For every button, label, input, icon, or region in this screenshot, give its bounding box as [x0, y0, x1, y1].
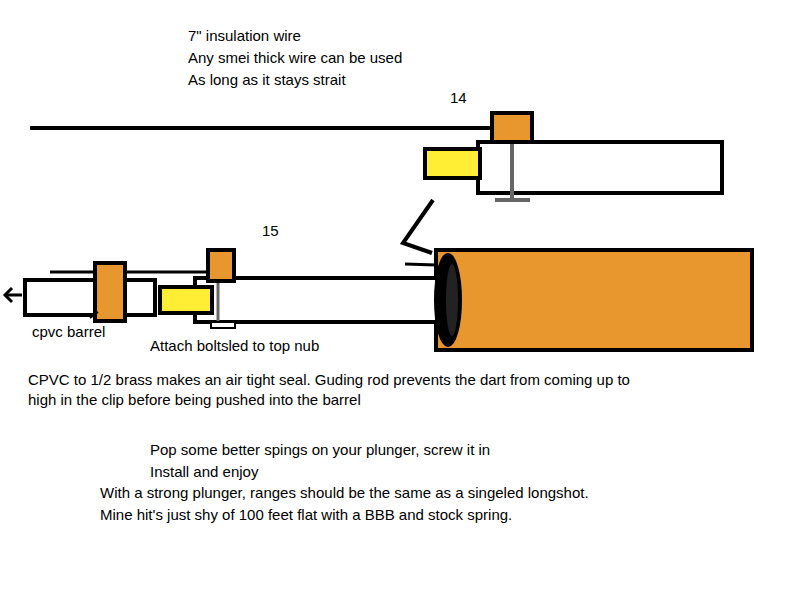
- callout-number: 15: [262, 222, 279, 240]
- plunger-body: [436, 250, 752, 350]
- note-text: CPVC to 1/2 brass makes an air tight sea…: [28, 371, 630, 389]
- direction-arrow-head: [5, 288, 12, 302]
- note-text: high in the clip before being pushed int…: [28, 391, 361, 409]
- rod-cap: [495, 198, 530, 202]
- label-slot: CPVC to 1/2 brass makes an air tight sea…: [28, 371, 630, 389]
- note-text: Pop some better spings on your plunger, …: [150, 441, 490, 459]
- note-text: 7" insulation wire: [188, 27, 301, 45]
- pointer-tick: [405, 264, 436, 265]
- label-slot: With a strong plunger, ranges should be …: [100, 484, 589, 502]
- note-text: Attach boltsled to top nub: [150, 337, 319, 355]
- seal: [435, 254, 461, 346]
- seal-inner: [446, 264, 458, 336]
- guide-wire: [30, 126, 500, 130]
- guide-wire: [50, 271, 210, 274]
- boltsled-nub: [492, 113, 532, 142]
- label-slot: 14: [450, 89, 467, 107]
- label-slot: high in the clip before being pushed int…: [28, 391, 361, 409]
- label-slot: Pop some better spings on your plunger, …: [150, 441, 490, 459]
- label-slot: Attach boltsled to top nub: [150, 337, 319, 355]
- note-text: With a strong plunger, ranges should be …: [100, 484, 589, 502]
- tube: [478, 142, 722, 193]
- coupler: [95, 263, 125, 321]
- label-slot: Any smei thick wire can be used: [188, 49, 402, 67]
- brass-tube: [195, 278, 437, 322]
- dart-tip: [160, 287, 212, 313]
- note-text: Mine hit's just shy of 100 feet flat wit…: [100, 506, 512, 524]
- note-text: cpvc barrel: [32, 323, 105, 341]
- rod-cap: [211, 322, 235, 328]
- label-slot: As long as it stays strait: [188, 71, 346, 89]
- note-text: Any smei thick wire can be used: [188, 49, 402, 67]
- label-slot: cpvc barrel: [32, 323, 105, 341]
- label-slot: Mine hit's just shy of 100 feet flat wit…: [100, 506, 512, 524]
- dart-tip: [425, 149, 480, 178]
- cpvc-barrel: [25, 280, 155, 315]
- leader-line: [90, 312, 98, 318]
- callout-number: 14: [450, 89, 467, 107]
- label-slot: 7" insulation wire: [188, 27, 301, 45]
- note-text: Install and enjoy: [150, 463, 258, 481]
- label-slot: 15: [262, 222, 279, 240]
- note-text: As long as it stays strait: [188, 71, 346, 89]
- direction-arrow: [6, 294, 22, 297]
- pointer-arrow: [403, 200, 433, 253]
- boltsled-nub: [208, 250, 234, 281]
- label-slot: Install and enjoy: [150, 463, 258, 481]
